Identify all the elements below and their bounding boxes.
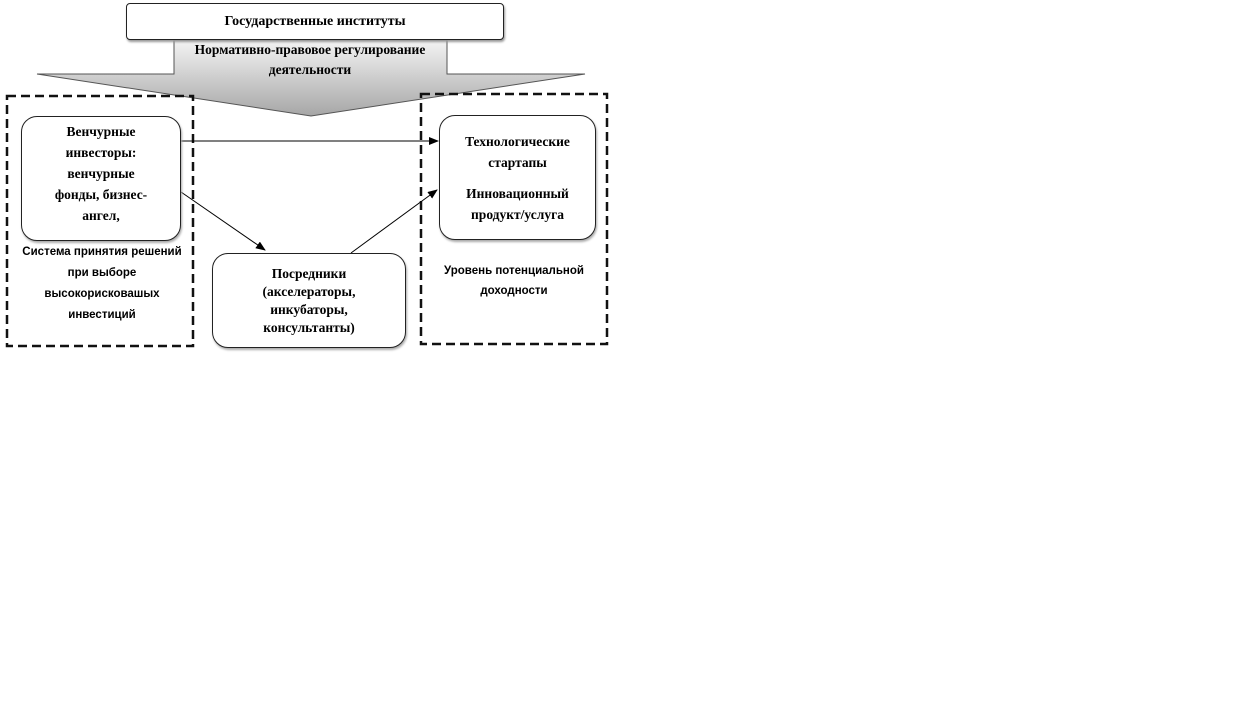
investors-dashed-frame: [5, 94, 195, 348]
regulation-label: Нормативно-правовое регулирование деятел…: [194, 42, 426, 77]
startups-line: стартапы: [488, 154, 547, 170]
intermediaries-to-startups-arrow: [350, 189, 438, 254]
intermediaries-line: консультанты): [263, 319, 355, 335]
decision-system-label: Система принятия решений при выборе высо…: [22, 246, 182, 321]
investors-line: Венчурные: [66, 124, 136, 139]
investors-to-intermediaries-arrow: [180, 191, 266, 251]
investors-line: ангел,: [82, 208, 120, 223]
startups-line: Инновационный: [466, 185, 569, 201]
intermediaries-line: инкубаторы,: [270, 301, 348, 317]
potential-level-label: Уровень потенциальной доходности: [444, 265, 584, 297]
startups-line: Технологические: [465, 133, 570, 149]
government-institutions-label: Государственные институты: [224, 13, 406, 29]
intermediaries-line: (акселераторы,: [262, 283, 356, 299]
investors-line: фонды, бизнес-: [54, 187, 148, 202]
tech-startups-box: Технологические стартапы Инновационный п…: [439, 115, 596, 240]
government-institutions-box: Государственные институты: [126, 3, 504, 40]
investors-line: инвесторы:: [65, 145, 137, 160]
startups-line: продукт/услуга: [471, 206, 564, 222]
intermediaries-line: Посредники: [271, 265, 347, 281]
intermediaries-box: Посредники (акселераторы, инкубаторы, ко…: [212, 253, 406, 348]
venture-investors-box: Венчурные инвесторы: венчурные фонды, би…: [21, 116, 181, 241]
startups-dashed-frame: [419, 92, 609, 346]
investors-line: венчурные: [67, 166, 135, 181]
regulation-arrow: [36, 39, 586, 117]
